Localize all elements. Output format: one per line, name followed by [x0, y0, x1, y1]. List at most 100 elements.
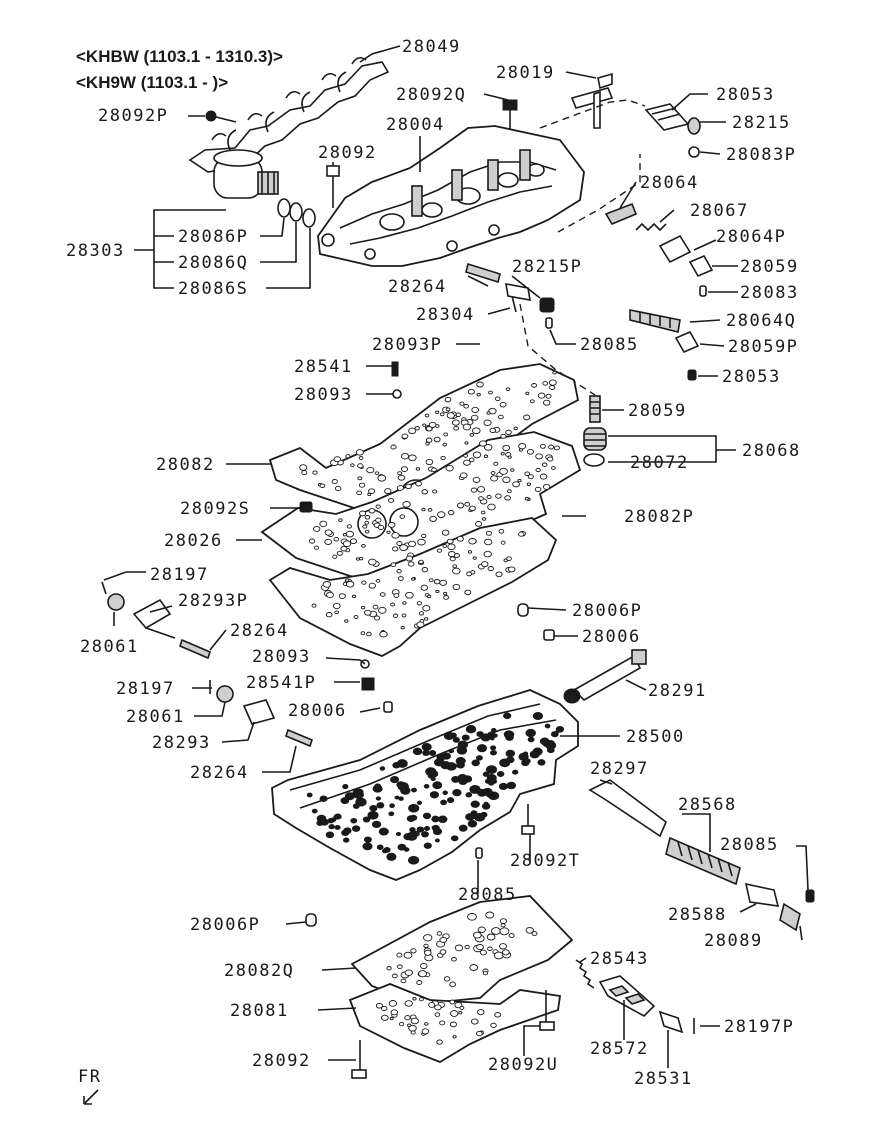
plate-hole: [432, 781, 443, 790]
plate-hole: [450, 835, 459, 842]
plate-hole: [436, 1039, 443, 1045]
label-28092-upper: 28092: [318, 143, 377, 163]
front-direction-indicator: FR: [78, 1067, 100, 1105]
plate-hole: [377, 524, 385, 530]
plate-hole: [499, 467, 508, 475]
plate-hole: [433, 579, 441, 585]
plate-hole: [507, 455, 512, 459]
plate-hole: [503, 730, 515, 739]
label-28531: 28531: [634, 1069, 693, 1089]
plate-hole: [458, 1011, 463, 1015]
plate-hole: [474, 813, 481, 819]
plate-hole: [526, 482, 532, 486]
plate-hole: [510, 468, 515, 472]
plate-hole: [426, 594, 432, 599]
plate-hole: [379, 630, 388, 638]
plate-hole: [404, 969, 413, 976]
plate-hole: [361, 544, 366, 548]
valve-28064P: [658, 234, 692, 264]
plate-hole: [531, 931, 538, 936]
plate-hole: [446, 538, 454, 545]
plate-hole: [481, 517, 487, 521]
plate-hole: [373, 615, 381, 621]
plate-hole: [456, 761, 465, 769]
plate-hole: [436, 931, 443, 936]
sleeve-28304: [505, 283, 531, 313]
plate-hole: [409, 827, 416, 833]
plate-hole: [336, 550, 343, 556]
plate-hole: [421, 567, 429, 573]
plate-hole: [427, 508, 433, 512]
plate-hole: [380, 1014, 389, 1021]
label-28264-upper: 28264: [388, 277, 447, 297]
plate-hole: [371, 820, 382, 829]
plate-hole: [518, 443, 527, 450]
plate-hole: [435, 410, 440, 414]
valve-28293P: [132, 598, 176, 639]
plate-hole: [384, 488, 392, 495]
plate-hole: [397, 964, 403, 970]
plate-hole: [548, 444, 555, 450]
plate-hole: [539, 473, 548, 480]
label-28026: 28026: [164, 531, 223, 551]
plate-hole: [376, 802, 385, 809]
plate-hole: [308, 538, 316, 544]
plate-hole: [422, 423, 427, 427]
plate-hole: [439, 1020, 446, 1026]
plate-hole: [416, 980, 423, 985]
plate-hole: [396, 569, 402, 574]
plate-hole: [375, 517, 382, 523]
pin-28264-upper: [465, 262, 501, 284]
label-28197-mid: 28197: [116, 679, 175, 699]
plate-hole: [445, 464, 454, 472]
plate-hole: [551, 466, 556, 470]
plate-hole: [449, 556, 456, 562]
solenoid-valve-28303: [213, 149, 279, 199]
plate-hole: [499, 401, 507, 408]
plate-hole: [488, 791, 500, 801]
plate-hole: [479, 440, 487, 447]
plate-hole: [390, 562, 397, 568]
plate-hole: [366, 631, 372, 637]
plate-hole: [383, 847, 391, 853]
plate-hole: [410, 948, 417, 954]
plate-hole: [500, 451, 505, 456]
plate-hole: [439, 949, 447, 955]
label-28304: 28304: [416, 305, 475, 325]
plate-hole: [421, 507, 426, 512]
plate-hole: [539, 443, 546, 449]
plate-hole: [504, 495, 511, 501]
plug-28531: [658, 1010, 684, 1034]
lower-body-texture: [306, 711, 565, 865]
plate-hole: [411, 577, 416, 581]
plate-hole: [420, 584, 429, 591]
plate-hole: [493, 461, 499, 466]
plate-hole: [409, 814, 418, 821]
plate-hole: [469, 433, 475, 437]
plate-hole: [483, 454, 489, 459]
plate-hole: [471, 406, 480, 413]
plate-hole: [467, 388, 475, 395]
label-28086S: 28086S: [178, 279, 248, 299]
plate-hole: [407, 561, 415, 567]
plate-hole: [389, 803, 395, 809]
plate-hole: [355, 449, 364, 456]
valve-28291: [563, 649, 647, 704]
plate-hole: [539, 737, 550, 746]
plate-hole: [452, 1035, 457, 1039]
plate-hole: [453, 425, 459, 431]
plate-hole: [481, 561, 489, 568]
plate-hole: [306, 792, 313, 798]
plate-hole: [535, 453, 543, 460]
plate-hole: [537, 759, 546, 766]
plate-hole: [352, 803, 360, 809]
plate-hole: [381, 1005, 388, 1012]
plate-hole: [353, 790, 364, 799]
plate-hole: [472, 427, 481, 435]
label-28092Q: 28092Q: [396, 85, 466, 105]
plate-hole: [485, 530, 492, 536]
plate-hole: [529, 750, 540, 759]
plate-hole: [505, 429, 512, 435]
plate-hole: [345, 530, 354, 538]
plate-hole: [490, 471, 496, 475]
